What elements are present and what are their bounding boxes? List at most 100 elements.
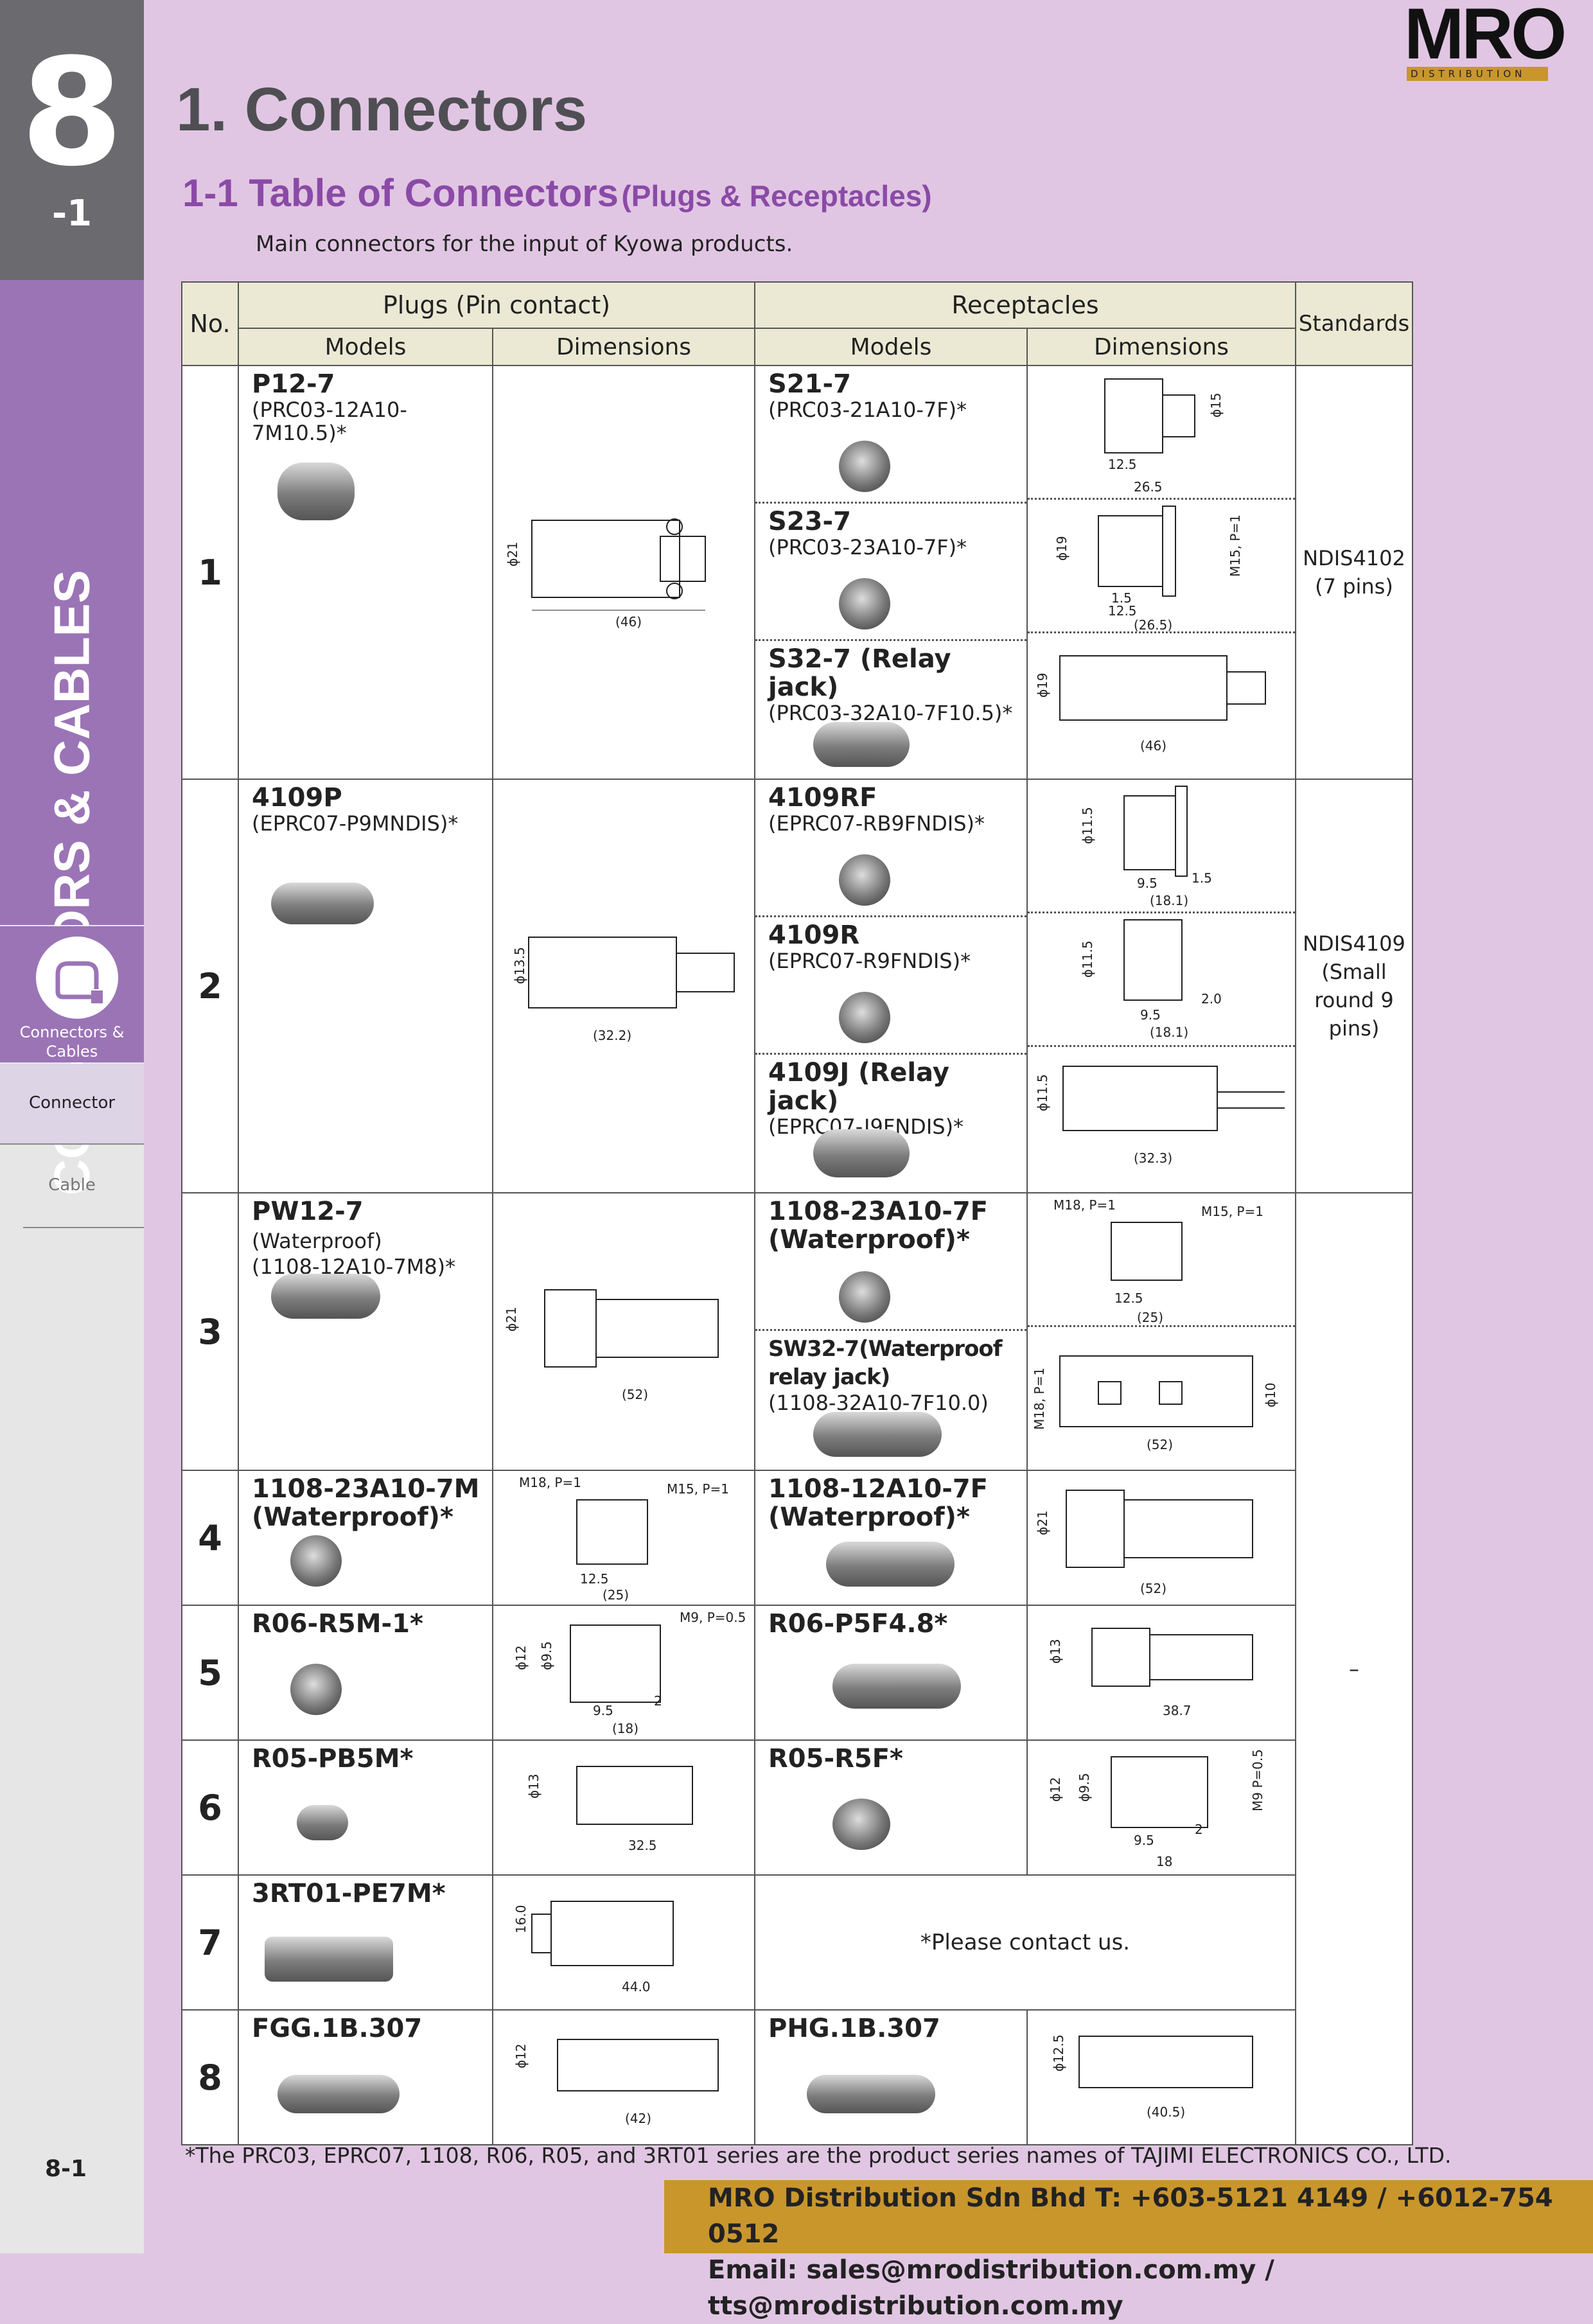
plug-model: FGG.1B.307 xyxy=(252,2014,423,2043)
receptacle-model: S32-7 (Relay jack) xyxy=(768,644,951,702)
plug-model-cell: R06-R5M-1* xyxy=(238,1605,493,1741)
plug-dimension-cell: ϕ12 (42) xyxy=(492,2009,755,2145)
receptacle-part: (Waterproof)* xyxy=(768,1225,970,1254)
dimension-drawing: ϕ21 (46) xyxy=(505,518,706,629)
section-heading: 1-1 Table of Connectors (Plugs & Recepta… xyxy=(182,172,932,215)
plug-model-cell: PW12-7 (Waterproof) (1108-12A10-7M8)* xyxy=(238,1192,493,1471)
table-row: 6 R05-PB5M* ϕ13 32.5 R05-R5F* ϕ12 xyxy=(181,1739,1413,1876)
svg-text:9.5: 9.5 xyxy=(1134,1833,1154,1848)
dimension-drawing: ϕ11.5 (32.3) xyxy=(1035,1066,1285,1166)
plug-model: 4109P xyxy=(252,783,342,813)
header-plug-dimensions: Dimensions xyxy=(492,328,755,366)
sidebar-item-connector[interactable]: Connector xyxy=(0,1064,144,1145)
receptacle-dimension-cell: M18, P=1 M15, P=1 12.5 (25) M18, P=1 ϕ10… xyxy=(1026,1192,1296,1471)
receptacle-part: (PRC03-23A10-7F)* xyxy=(768,535,967,559)
svg-text:M18, P=1: M18, P=1 xyxy=(519,1475,581,1490)
svg-text:12.5: 12.5 xyxy=(1114,1290,1143,1306)
receptacle-model-cell: R06-P5F4.8* xyxy=(754,1605,1028,1741)
header-standards: Standards xyxy=(1295,281,1413,366)
svg-text:12.5: 12.5 xyxy=(1108,603,1137,619)
receptacle-models-cell: 1108-23A10-7F (Waterproof)* SW32-7(Water… xyxy=(754,1192,1028,1471)
header-plug-models: Models xyxy=(238,328,493,366)
receptacle-part: (EPRC07-R9FNDIS)* xyxy=(768,949,971,973)
table-row: 1 P12-7 (PRC03-12A10-7M10.5)* ϕ21 (46) xyxy=(181,365,1413,780)
receptacle-dimension-cell: ϕ12 ϕ9.5 M9 P=0.5 2 9.5 18 xyxy=(1026,1739,1296,1876)
row-number: 5 xyxy=(181,1605,239,1741)
chapter-box: 8 -1 xyxy=(0,0,144,280)
footer-phone: MRO Distribution Sdn Bhd T: +603-5121 41… xyxy=(708,2183,1553,2249)
contact-footer: MRO Distribution Sdn Bhd T: +603-5121 41… xyxy=(664,2180,1593,2321)
svg-text:ϕ19: ϕ19 xyxy=(1054,536,1069,561)
svg-text:2: 2 xyxy=(654,1693,662,1709)
svg-text:2.0: 2.0 xyxy=(1201,991,1222,1007)
svg-text:ϕ9.5: ϕ9.5 xyxy=(1077,1773,1092,1802)
row-number: 4 xyxy=(181,1470,239,1606)
connector-photo xyxy=(839,854,890,906)
receptacle-model: S21-7 xyxy=(768,369,851,399)
table-row: 2 4109P (EPRC07-P9MNDIS)* ϕ13.5 (32.2) 4… xyxy=(181,779,1413,1193)
row-number: 1 xyxy=(181,365,239,780)
svg-text:1.5: 1.5 xyxy=(1111,590,1132,606)
svg-text:44.0: 44.0 xyxy=(622,1979,651,1994)
receptacle-model: PHG.1B.307 xyxy=(768,2014,940,2043)
plug-dimension-cell: ϕ21 (52) xyxy=(492,1192,755,1471)
receptacle-model: S23-7 xyxy=(768,507,851,536)
svg-text:ϕ19: ϕ19 xyxy=(1035,673,1050,698)
svg-text:9.5: 9.5 xyxy=(1140,1007,1161,1023)
svg-text:ϕ9.5: ϕ9.5 xyxy=(539,1641,554,1670)
receptacle-dimension-cell: ϕ21 (52) xyxy=(1026,1470,1296,1606)
svg-text:(26.5): (26.5) xyxy=(1134,617,1172,632)
header-plugs: Plugs (Pin contact) xyxy=(238,281,755,329)
svg-text:16.0: 16.0 xyxy=(513,1905,529,1933)
svg-text:(18): (18) xyxy=(612,1721,638,1736)
standard-cell: – xyxy=(1295,1192,1413,2145)
receptacle-item: S21-7 (PRC03-21A10-7F)* xyxy=(755,370,1026,504)
receptacle-part: (PRC03-32A10-7F10.5)* xyxy=(768,701,1013,725)
svg-text:32.5: 32.5 xyxy=(628,1838,657,1853)
dimension-drawing: ϕ19 (46) xyxy=(1035,655,1266,753)
receptacle-part: (1108-32A10-7F10.0) xyxy=(768,1391,989,1415)
plug-model-cell: 1108-23A10-7M (Waterproof)* xyxy=(238,1470,493,1606)
plug-part: (Waterproof)* xyxy=(252,1502,453,1532)
receptacle-model: R05-R5F* xyxy=(768,1744,903,1774)
plug-model: 1108-23A10-7M xyxy=(252,1474,480,1504)
svg-text:ϕ12: ϕ12 xyxy=(513,2043,529,2068)
svg-text:38.7: 38.7 xyxy=(1163,1703,1192,1718)
plug-dimension-cell: M18, P=1 M15, P=1 12.5 (25) xyxy=(492,1470,755,1606)
svg-text:(25): (25) xyxy=(603,1587,629,1603)
svg-text:ϕ11.5: ϕ11.5 xyxy=(1080,807,1095,844)
connector-photo xyxy=(277,462,355,520)
svg-text:(18.1): (18.1) xyxy=(1150,893,1188,908)
dimension-drawing: ϕ13.5 (32.2) xyxy=(512,937,735,1043)
dimension-drawing: ϕ12.5 (40.5) xyxy=(1051,2034,1253,2120)
cable-icon xyxy=(36,937,118,1019)
plug-model-cell: 4109P (EPRC07-P9MNDIS)* xyxy=(238,779,493,1193)
svg-text:(46): (46) xyxy=(615,614,642,629)
mro-logo: MRO DISTRIBUTION xyxy=(1404,0,1567,81)
contact-note: *Please contact us. xyxy=(754,1874,1296,2011)
dimension-drawing: ϕ12 (42) xyxy=(513,2039,719,2126)
connector-photo xyxy=(297,1805,348,1840)
connector-photo xyxy=(271,883,374,924)
receptacle-model: SW32-7(Waterproof relay jack) xyxy=(768,1336,1003,1390)
receptacle-model: 1108-12A10-7F xyxy=(768,1474,988,1504)
svg-text:ϕ15: ϕ15 xyxy=(1208,392,1224,418)
receptacle-models-cell: S21-7 (PRC03-21A10-7F)* S23-7 (PRC03-23A… xyxy=(754,365,1028,780)
dimension-drawing: ϕ13 32.5 xyxy=(526,1766,693,1853)
connector-photo xyxy=(826,1542,955,1587)
sidebar-item-cable[interactable]: Cable xyxy=(23,1146,144,1228)
svg-text:ϕ12.5: ϕ12.5 xyxy=(1051,2034,1066,2072)
svg-text:ϕ13.5: ϕ13.5 xyxy=(512,947,527,984)
dimension-drawing: M18, P=1 M15, P=1 12.5 (25) xyxy=(519,1475,729,1603)
svg-text:12.5: 12.5 xyxy=(1108,457,1137,472)
plug-model: P12-7 xyxy=(252,369,335,399)
svg-text:ϕ10: ϕ10 xyxy=(1263,1382,1278,1407)
receptacle-part: (EPRC07-RB9FNDIS)* xyxy=(768,811,985,836)
svg-text:ϕ21: ϕ21 xyxy=(1035,1510,1050,1535)
receptacle-part: (Waterproof)* xyxy=(768,1502,970,1532)
svg-text:M15, P=1: M15, P=1 xyxy=(1228,515,1243,577)
plug-dimension-cell: 16.0 44.0 xyxy=(492,1874,755,2011)
receptacle-models-cell: 4109RF (EPRC07-RB9FNDIS)* 4109R (EPRC07-… xyxy=(754,779,1028,1193)
dimension-drawing: ϕ19 M15, P=1 1.5 12.5 (26.5) xyxy=(1054,506,1243,632)
receptacle-part: (PRC03-21A10-7F)* xyxy=(768,398,967,422)
